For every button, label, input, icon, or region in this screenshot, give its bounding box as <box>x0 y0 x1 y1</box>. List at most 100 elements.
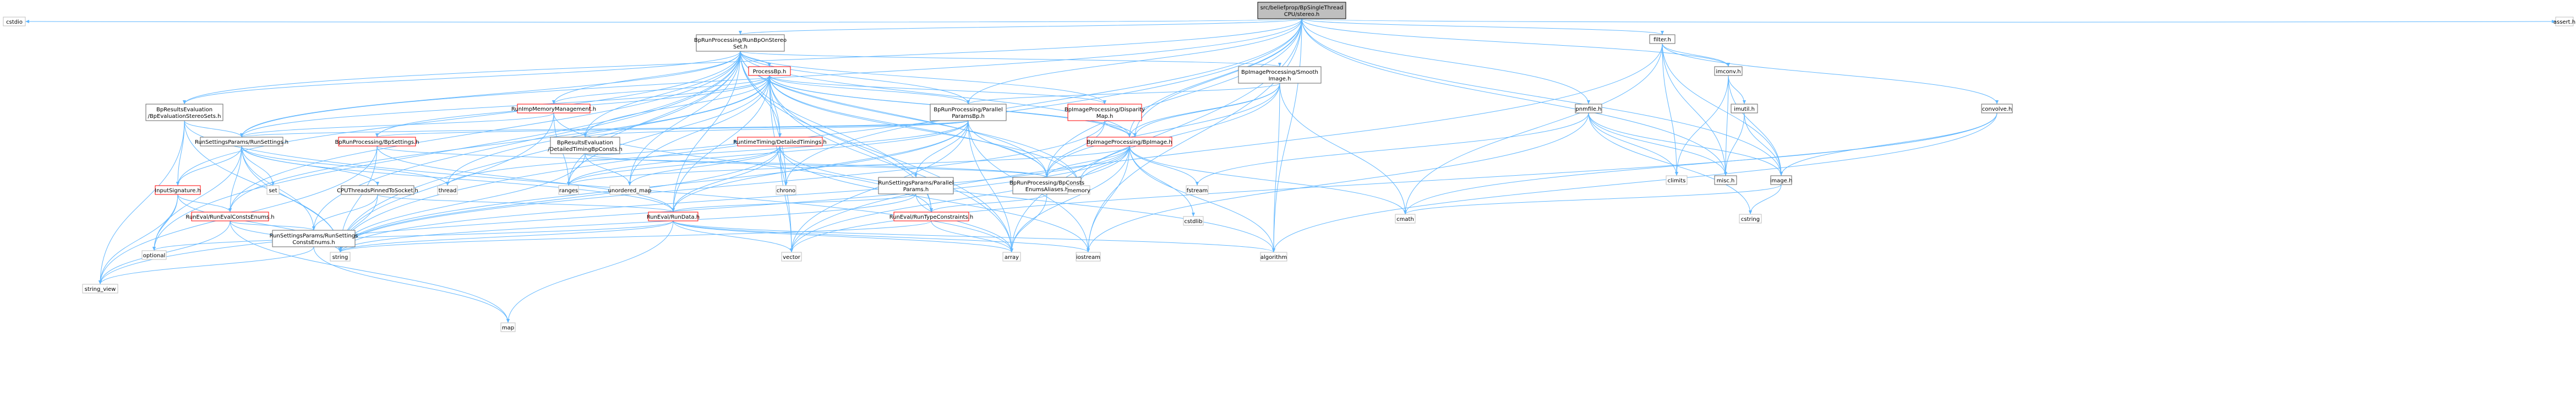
node-box <box>1981 104 2013 113</box>
node-box <box>2555 17 2574 26</box>
node-runimgmem[interactable]: RunImpMemoryManagement.h <box>511 104 596 113</box>
edge-runbp-to-runsettings <box>241 51 741 138</box>
node-box <box>1649 34 1676 44</box>
edge-arrowhead <box>240 133 243 137</box>
node-label: cstring <box>1741 216 1760 223</box>
node-label: ParamsBp.h <box>952 113 985 120</box>
edge-smoothimage-to-bpconsts <box>1046 83 1280 178</box>
node-box <box>1714 66 1743 76</box>
edge-runsettings-to-inputsig <box>177 145 242 186</box>
node-unorderedmap: unordered_map <box>608 185 651 195</box>
node-imconv[interactable]: imconv.h <box>1714 66 1743 76</box>
node-image[interactable]: image.h <box>1770 175 1793 185</box>
node-cstring: cstring <box>1739 214 1762 224</box>
edge-bpparallel-to-detailedtiming <box>585 120 969 138</box>
edge-smoothimage-to-bpimage <box>1129 83 1280 138</box>
node-label: BpImageProcessing/Disparity <box>1065 107 1145 113</box>
node-label: BpResultsEvaluation <box>557 140 613 146</box>
edge-arrowhead <box>628 182 631 186</box>
edge-runbp-to-memory <box>740 51 1079 186</box>
edge-runtimetiming-to-string <box>340 145 781 253</box>
edge-filter-to-imconv <box>1662 43 1729 67</box>
node-bpsettings[interactable]: BpRunProcessing/BpSettings.h <box>335 137 419 147</box>
edge-arrowhead <box>734 140 738 143</box>
node-runtimetiming[interactable]: RuntimeTiming/DetailedTimings.h <box>733 137 827 147</box>
edge-imconv-to-imutil <box>1728 75 1745 105</box>
node-rundata[interactable]: RunEval/RunData.h <box>647 212 700 221</box>
edge-rundata-to-vector <box>673 220 792 253</box>
edge-runtypecons-to-string <box>340 220 932 253</box>
node-string: string <box>330 252 351 262</box>
node-imutil[interactable]: imutil.h <box>1731 104 1758 113</box>
node-cputhreads[interactable]: CPUThreadsPinnedToSocket.h <box>337 185 418 195</box>
node-label: assert.h <box>2553 19 2575 25</box>
node-box <box>550 137 620 154</box>
node-box <box>1067 185 1090 195</box>
node-box <box>141 250 167 260</box>
edge-processbp-to-chrono <box>769 75 787 186</box>
node-box <box>1002 252 1021 262</box>
edge-bpconsts-to-runtypecons <box>931 193 1047 213</box>
node-label: RunImpMemoryManagement.h <box>511 106 596 112</box>
node-label: chrono <box>777 188 795 194</box>
node-convolve[interactable]: convolve.h <box>1981 104 2013 113</box>
edge-arrowhead <box>176 182 179 186</box>
nodes-layer: src/beliefprop/BpSingleThreadCPU/stereo.… <box>3 2 2575 332</box>
edge-convolve-to-image <box>1781 112 1998 176</box>
node-filter[interactable]: filter.h <box>1649 34 1676 44</box>
node-detailedtiming[interactable]: BpResultsEvaluation/DetailedTimingBpCons… <box>548 137 623 154</box>
edge-pnmfile-to-cstring <box>1588 112 1751 215</box>
edge-runevalconsts-to-rsconsts <box>230 220 314 231</box>
edge-root-to-bpconsts <box>1046 18 1302 178</box>
node-box <box>1260 252 1287 262</box>
node-runsettings[interactable]: RunSettingsParams/RunSettings.h <box>195 137 288 147</box>
node-runtypecons[interactable]: RunEval/RunTypeConstraints.h <box>889 212 973 221</box>
node-inputsig[interactable]: InputSignature.h <box>155 185 201 195</box>
node-box <box>1186 185 1209 195</box>
edge-image-to-cmath <box>1405 184 1782 215</box>
edge-arrowhead <box>228 208 232 212</box>
node-root[interactable]: src/beliefprop/BpSingleThreadCPU/stereo.… <box>1257 2 1346 19</box>
edge-processbp-to-thread <box>447 75 770 186</box>
edge-runsettings-to-thread <box>241 145 448 186</box>
edge-bpimage-to-ranges <box>568 145 1130 186</box>
edge-imconv-to-misc <box>1725 75 1729 176</box>
node-bpimage[interactable]: BpImageProcessing/BpImage.h <box>1087 137 1172 147</box>
edge-bpsettings-to-bpconsts <box>376 145 1047 178</box>
edge-runbp-to-rsconsts <box>313 51 741 231</box>
edge-runbp-to-inputsig <box>177 51 741 186</box>
node-processbp[interactable]: ProcessBp.h <box>748 66 791 76</box>
edge-arrowhead <box>312 226 315 230</box>
edge-processbp-to-runsettings <box>241 75 770 138</box>
edge-arrowhead <box>768 63 771 67</box>
edge-disparity-to-string <box>340 120 1105 253</box>
edge-pnmfile-to-iostream <box>1088 112 1589 253</box>
node-misc[interactable]: misc.h <box>1714 175 1737 185</box>
edge-arrowhead <box>1780 172 1783 176</box>
edge-arrowhead <box>672 208 675 212</box>
node-runevalconsts[interactable]: RunEval/RunEvalConstsEnums.h <box>185 212 275 221</box>
node-box <box>648 212 698 221</box>
node-box <box>1076 252 1101 262</box>
node-label: RunEval/RunEvalConstsEnums.h <box>185 214 274 220</box>
edge-bpparallel-to-bpsettings <box>376 120 969 138</box>
node-rsconsts[interactable]: RunSettingsParams/RunSettingsConstsEnums… <box>270 230 358 247</box>
edge-root-to-filter <box>1301 18 1663 35</box>
node-label: filter.h <box>1653 37 1671 43</box>
edge-arrowhead <box>2552 20 2556 23</box>
node-climits: climits <box>1666 175 1688 185</box>
node-label: RunSettingsParams/RunSettings <box>270 233 358 239</box>
edge-runsettings-to-set <box>241 145 274 186</box>
edge-arrowhead <box>1995 100 1999 104</box>
edge-inputsig-to-stringview <box>100 194 178 285</box>
edge-arrowhead <box>1045 174 1049 177</box>
node-bpevalsets[interactable]: BpResultsEvaluation/BpEvaluationStereoSe… <box>145 104 223 121</box>
node-label: BpImageProcessing/Smooth <box>1241 69 1318 75</box>
node-pnmfile[interactable]: pnmfile.h <box>1575 104 1602 113</box>
edge-cputhreads-to-rsconsts <box>313 194 378 231</box>
